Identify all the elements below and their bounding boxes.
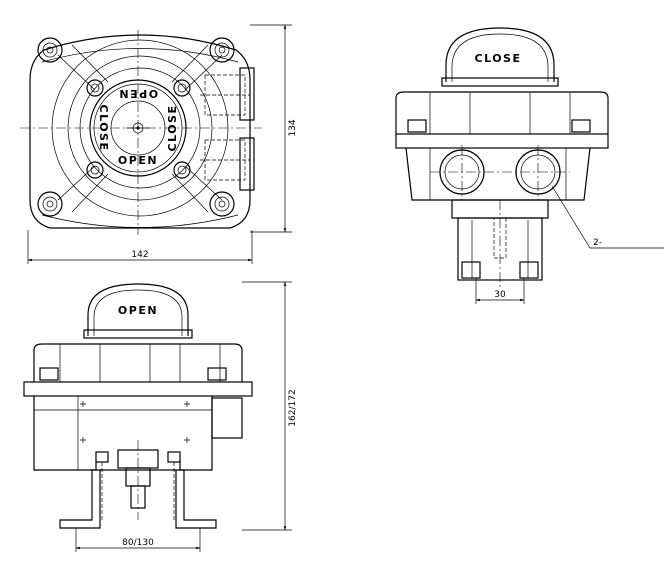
dial-label-close-left: CLOSE (97, 105, 110, 152)
dim-bracket-width: 80/130 (122, 538, 154, 548)
dim-top-width: 142 (131, 250, 148, 260)
front-view: OPEN 162/172 (23, 281, 298, 552)
front-label-open: OPEN (118, 304, 158, 317)
side-view: CLOSE 30 2- (395, 27, 664, 304)
callout-label: 2- (593, 238, 602, 248)
dim-side-width: 30 (494, 290, 506, 300)
side-label-close: CLOSE (475, 52, 522, 65)
top-view: OPEN OPEN CLOSE CLOSE 134 142 (20, 24, 298, 264)
dim-top-height: 134 (288, 119, 298, 136)
dim-front-height: 162/172 (288, 389, 298, 426)
dial-label-open-bottom: OPEN (118, 154, 158, 167)
